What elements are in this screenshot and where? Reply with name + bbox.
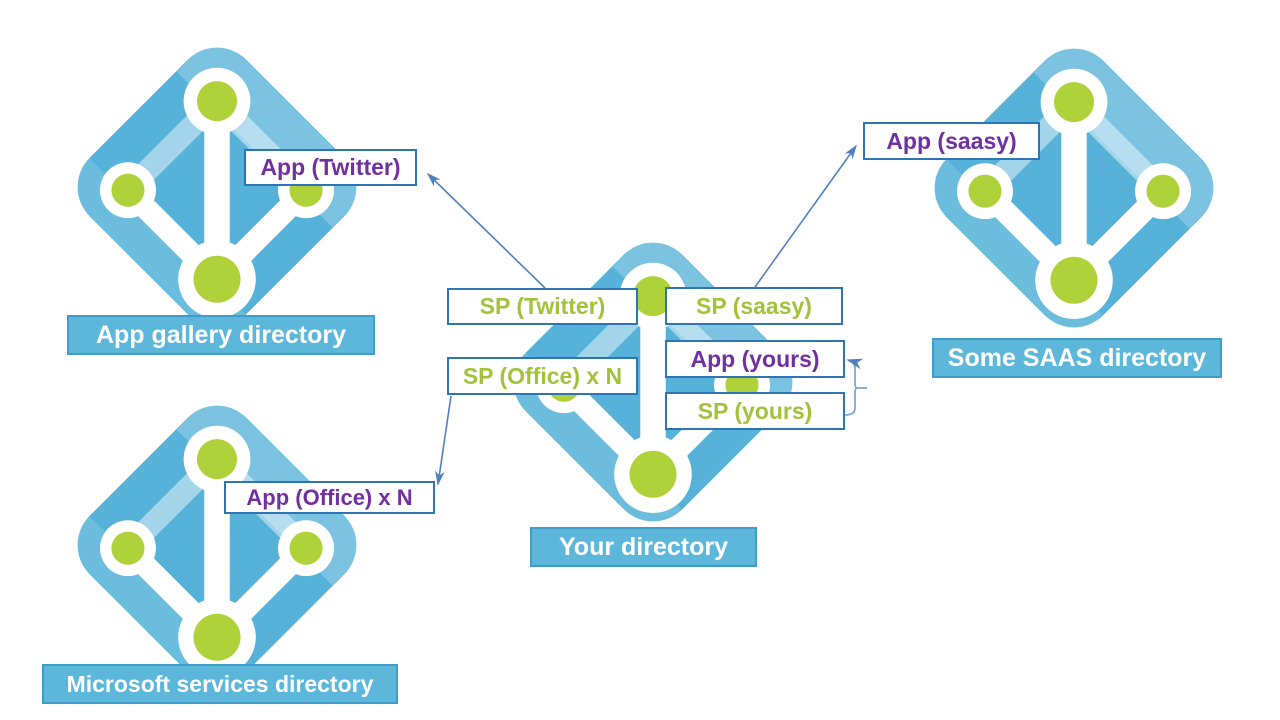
banner-microsoft-services-directory: Microsoft services directory [42,664,398,704]
banner-some-saas-directory: Some SAAS directory [932,338,1222,378]
azure-ad-icon-some-saas [915,29,1233,347]
azure-ad-icon-app-gallery [58,28,376,346]
label-app-office-x-n: App (Office) x N [224,481,435,514]
label-app-saasy: App (saasy) [863,122,1040,160]
banner-app-gallery-directory: App gallery directory [67,315,375,355]
azure-ad-icon-microsoft-services [58,386,376,704]
brace-to-app-yours [846,358,864,389]
label-app-yours: App (yours) [665,340,845,378]
label-sp-yours: SP (yours) [665,392,845,430]
label-app-twitter: App (Twitter) [244,149,417,186]
banner-your-directory: Your directory [530,527,757,567]
arrow-sp-office-to-app-office [435,395,452,486]
label-sp-saasy: SP (saasy) [665,287,843,325]
label-sp-twitter: SP (Twitter) [447,288,638,325]
label-sp-office-x-n: SP (Office) x N [447,357,638,395]
brace-to-sp-yours [844,387,858,416]
